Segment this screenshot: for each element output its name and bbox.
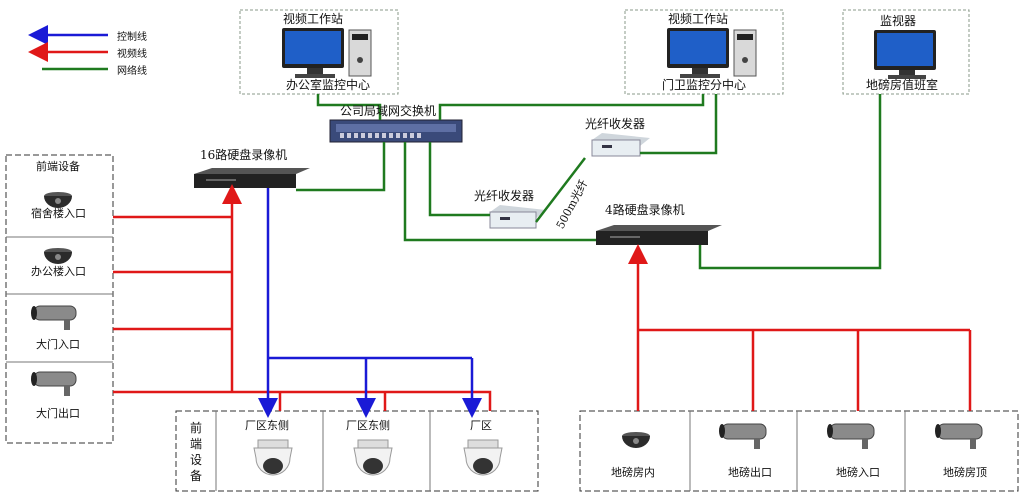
bullet-camera-icon: [719, 423, 767, 449]
lan-switch-icon: [329, 119, 463, 143]
front-bottom-side-title: 前端设备: [189, 421, 202, 483]
bullet-camera-icon: [935, 423, 983, 449]
camera-label: 厂区: [470, 419, 492, 432]
camera-label: 大门入口: [36, 338, 80, 351]
dvr16-icon: [194, 168, 310, 188]
dome-camera-icon: [622, 432, 650, 448]
camera-label: 地磅出口: [728, 466, 772, 479]
office-workstation-title: 视频工作站: [283, 12, 344, 26]
gate-computer-icon: [667, 28, 757, 78]
camera-label: 宿舍楼入口: [31, 207, 86, 220]
monitor-icon: [874, 30, 936, 79]
front-right-box: [579, 410, 1019, 492]
dome-camera-icon: [44, 248, 72, 264]
camera-label: 办公楼入口: [31, 265, 86, 278]
office-workstation-caption: 办公室监控中心: [286, 78, 371, 92]
transceiver-b-icon: [591, 133, 650, 157]
dvr4-label: 4路硬盘录像机: [605, 203, 685, 217]
camera-label: 地磅房顶: [943, 466, 987, 479]
camera-label: 地磅入口: [836, 466, 880, 479]
transceiver-b-label: 光纤收发器: [585, 117, 646, 131]
bullet-camera-icon: [31, 305, 77, 330]
dome-camera-icon: [44, 192, 72, 208]
ptz-dome-camera-icon: [463, 439, 503, 476]
legend-control-label: 控制线: [117, 32, 147, 43]
control-lines: [258, 188, 482, 418]
bullet-camera-icon: [31, 371, 77, 396]
front-left-title: 前端设备: [36, 160, 80, 173]
monitor-caption: 地磅房值班室: [866, 78, 939, 92]
bullet-camera-icon: [827, 423, 875, 449]
transceiver-a-icon: [489, 205, 546, 229]
monitor-room-box: [842, 9, 970, 95]
legend-video-label: 视频线: [117, 49, 147, 60]
legend-network-label: 网络线: [117, 66, 147, 77]
dvr16-label: 16路硬盘录像机: [200, 148, 288, 162]
transceiver-a-label: 光纤收发器: [474, 189, 535, 203]
ptz-dome-camera-icon: [253, 439, 293, 476]
monitor-title: 监视器: [880, 14, 917, 28]
gate-workstation-title: 视频工作站: [668, 12, 729, 26]
ptz-dome-camera-icon: [353, 439, 393, 476]
camera-label: 地磅房内: [611, 466, 655, 479]
network-lines: [296, 94, 882, 270]
video-lines-right: [628, 244, 972, 411]
gate-workstation-caption: 门卫监控分中心: [662, 78, 747, 92]
camera-label: 厂区东侧: [346, 419, 390, 432]
camera-label: 大门出口: [36, 407, 80, 420]
switch-label: 公司局域网交换机: [340, 104, 437, 118]
office-computer-icon: [282, 28, 372, 78]
video-lines-left: [113, 184, 492, 411]
dvr4-icon: [596, 225, 722, 245]
camera-label: 厂区东侧: [245, 419, 289, 432]
